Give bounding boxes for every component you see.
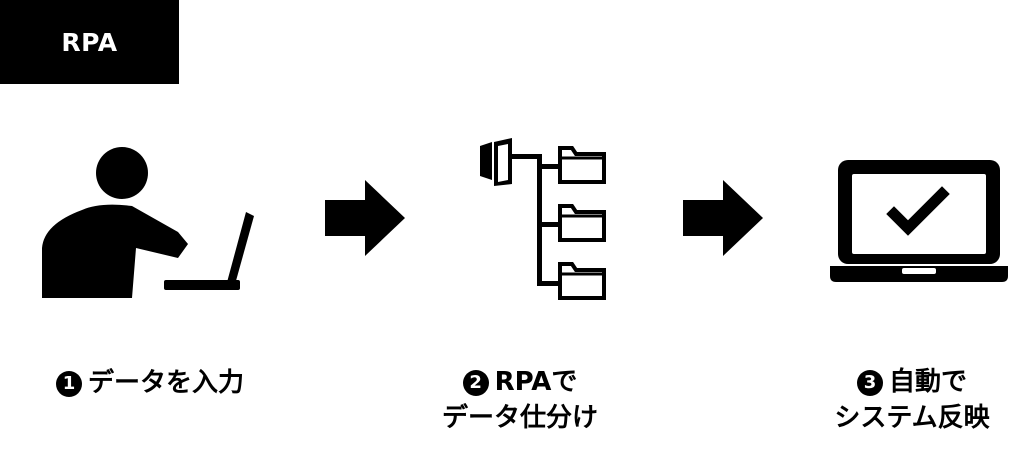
step-2-number: 2 (462, 370, 489, 396)
step-2-line1: RPAで (494, 367, 578, 397)
step-2-line2: データ仕分け (441, 403, 598, 433)
person-laptop-icon (42, 147, 254, 298)
step-3-number: 3 (856, 370, 883, 396)
arrow-right-icon (683, 180, 763, 256)
rpa-badge-label: RPA (61, 27, 118, 57)
step-1-number: 1 (55, 371, 82, 397)
rpa-badge: RPA (0, 0, 179, 84)
arrow-right-icon (325, 180, 405, 256)
step-3-line2: システム反映 (834, 403, 990, 433)
folder-tree-icon (480, 138, 606, 300)
step-3-line1: 自動で (888, 367, 967, 397)
step-1-text: データを入力 (87, 368, 244, 398)
laptop-check-icon (830, 160, 1008, 282)
